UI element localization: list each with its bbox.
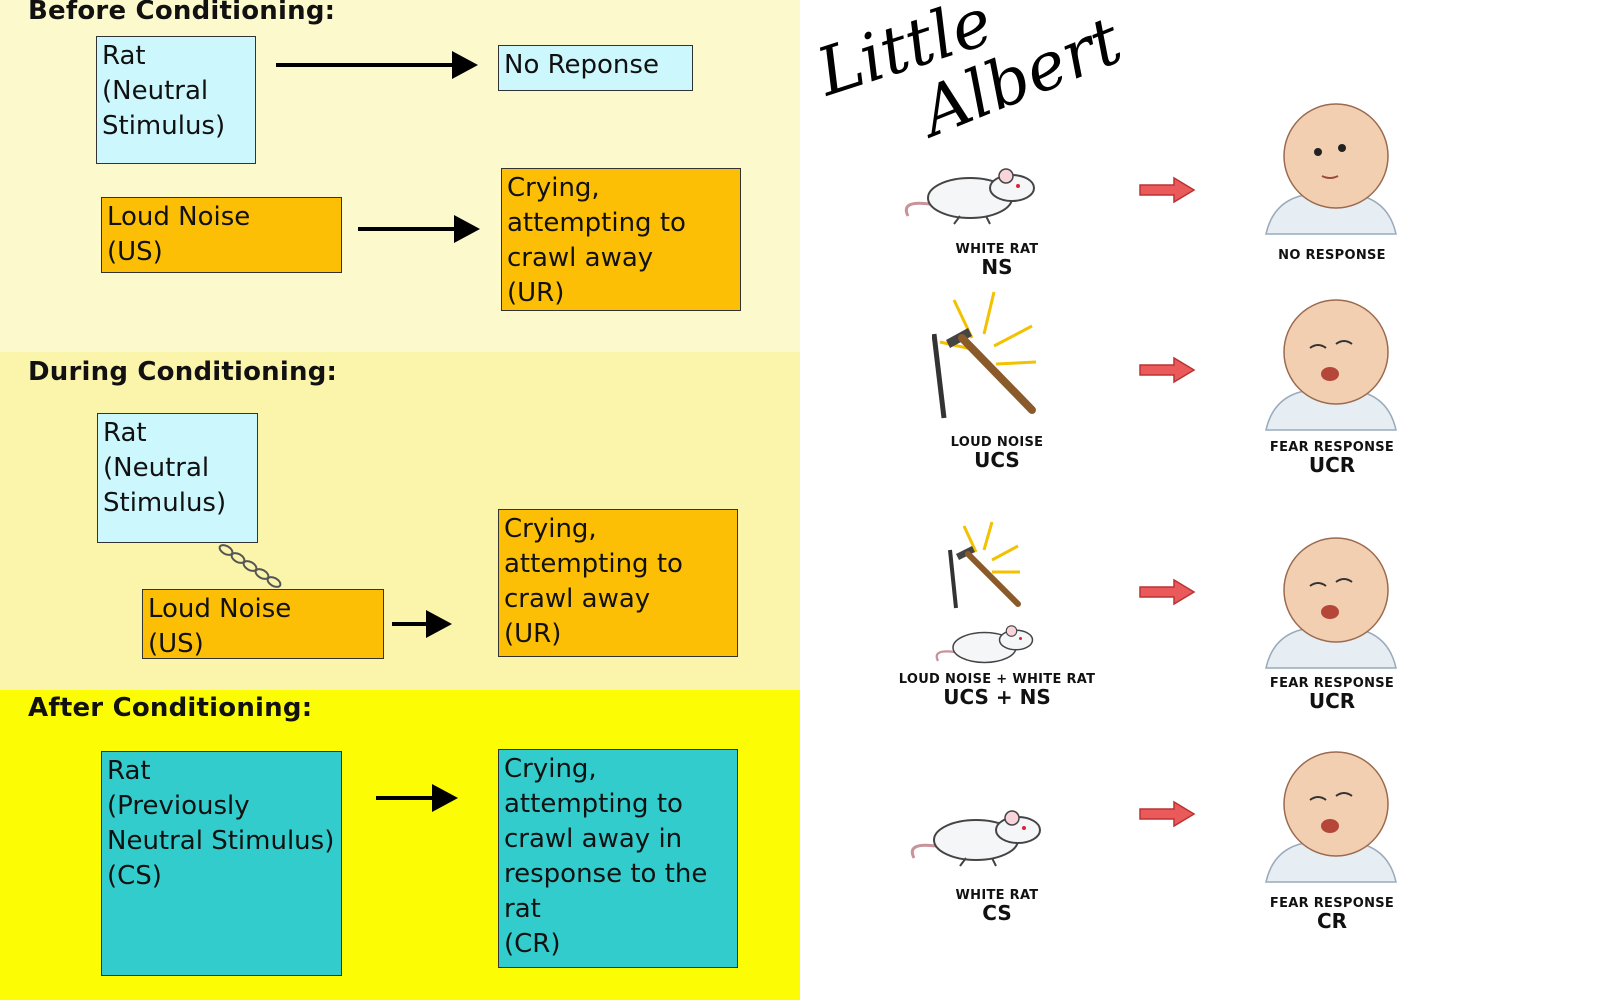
baby-face-icon	[1265, 299, 1397, 431]
conditioning-schematic: Before Conditioning: Rat (Neutral Stimul…	[0, 0, 800, 1000]
chain-icon	[218, 544, 282, 588]
row2-stimulus-caption: LOUD NOISE UCS	[877, 435, 1117, 470]
row2-response-small: FEAR RESPONSE	[1269, 440, 1395, 455]
row1-response-caption: NO RESPONSE	[1212, 248, 1452, 263]
before-noise-arrow-icon	[358, 215, 480, 243]
row2-response-big: UCR	[1308, 453, 1356, 477]
hammer-icon	[948, 521, 1021, 609]
row4-response-big: CR	[1316, 909, 1348, 933]
row2-stimulus-big: UCS	[974, 448, 1020, 472]
arrow-right-icon	[1139, 176, 1196, 204]
row1-stimulus-caption: WHITE RAT NS	[877, 242, 1117, 277]
row3-response-caption: FEAR RESPONSE UCR	[1212, 676, 1452, 711]
row3-stimulus-big: UCS + NS	[943, 685, 1051, 709]
row2-response-caption: FEAR RESPONSE UCR	[1212, 440, 1452, 475]
hammer-icon	[932, 291, 1037, 419]
row3-stimulus-small: LOUD NOISE + WHITE RAT	[898, 672, 1096, 687]
before-loud-noise-box: Loud Noise (US)	[101, 197, 342, 273]
baby-face-icon	[1265, 103, 1397, 235]
row4-response-caption: FEAR RESPONSE CR	[1212, 896, 1452, 931]
after-cr-box: Crying, attempting to crawl away in resp…	[498, 749, 738, 968]
no-response-box: No Reponse	[498, 45, 693, 91]
after-arrow-icon	[376, 784, 458, 812]
arrow-right-icon	[1139, 800, 1196, 828]
baby-face-icon	[1265, 537, 1397, 669]
arrow-right-icon	[1139, 356, 1196, 384]
baby-face-icon	[1265, 751, 1397, 883]
row4-stimulus-small: WHITE RAT	[955, 888, 1039, 903]
after-rat-box: Rat (Previously Neutral Stimulus) (CS)	[101, 751, 342, 976]
row4-stimulus-big: CS	[982, 901, 1012, 925]
row1-response-small: NO RESPONSE	[1278, 248, 1386, 263]
row1-stimulus-big: NS	[981, 255, 1013, 279]
during-ur-box: Crying, attempting to crawl away (UR)	[498, 509, 738, 657]
after-conditioning-title: After Conditioning:	[28, 693, 313, 723]
during-loud-noise-box: Loud Noise (US)	[142, 589, 384, 659]
row3-response-small: FEAR RESPONSE	[1269, 676, 1395, 691]
during-arrow-icon	[392, 610, 452, 638]
row2-stimulus-small: LOUD NOISE	[950, 435, 1044, 450]
during-conditioning-title: During Conditioning:	[28, 357, 338, 387]
rat-icon	[904, 168, 1035, 225]
before-ur-box: Crying, attempting to crawl away (UR)	[501, 168, 741, 311]
row4-stimulus-caption: WHITE RAT CS	[877, 888, 1117, 923]
row3-stimulus-caption: LOUD NOISE + WHITE RAT UCS + NS	[877, 672, 1117, 707]
row1-stimulus-small: WHITE RAT	[955, 242, 1039, 257]
rat-icon	[910, 810, 1041, 867]
before-conditioning-title: Before Conditioning:	[28, 0, 336, 26]
row3-response-big: UCR	[1308, 689, 1356, 713]
during-rat-box: Rat (Neutral Stimulus)	[97, 413, 258, 543]
arrow-right-icon	[1139, 578, 1196, 606]
rat-icon	[935, 625, 1034, 664]
row4-response-small: FEAR RESPONSE	[1269, 896, 1395, 911]
before-rat-arrow-icon	[276, 51, 478, 79]
before-rat-box: Rat (Neutral Stimulus)	[96, 36, 256, 164]
